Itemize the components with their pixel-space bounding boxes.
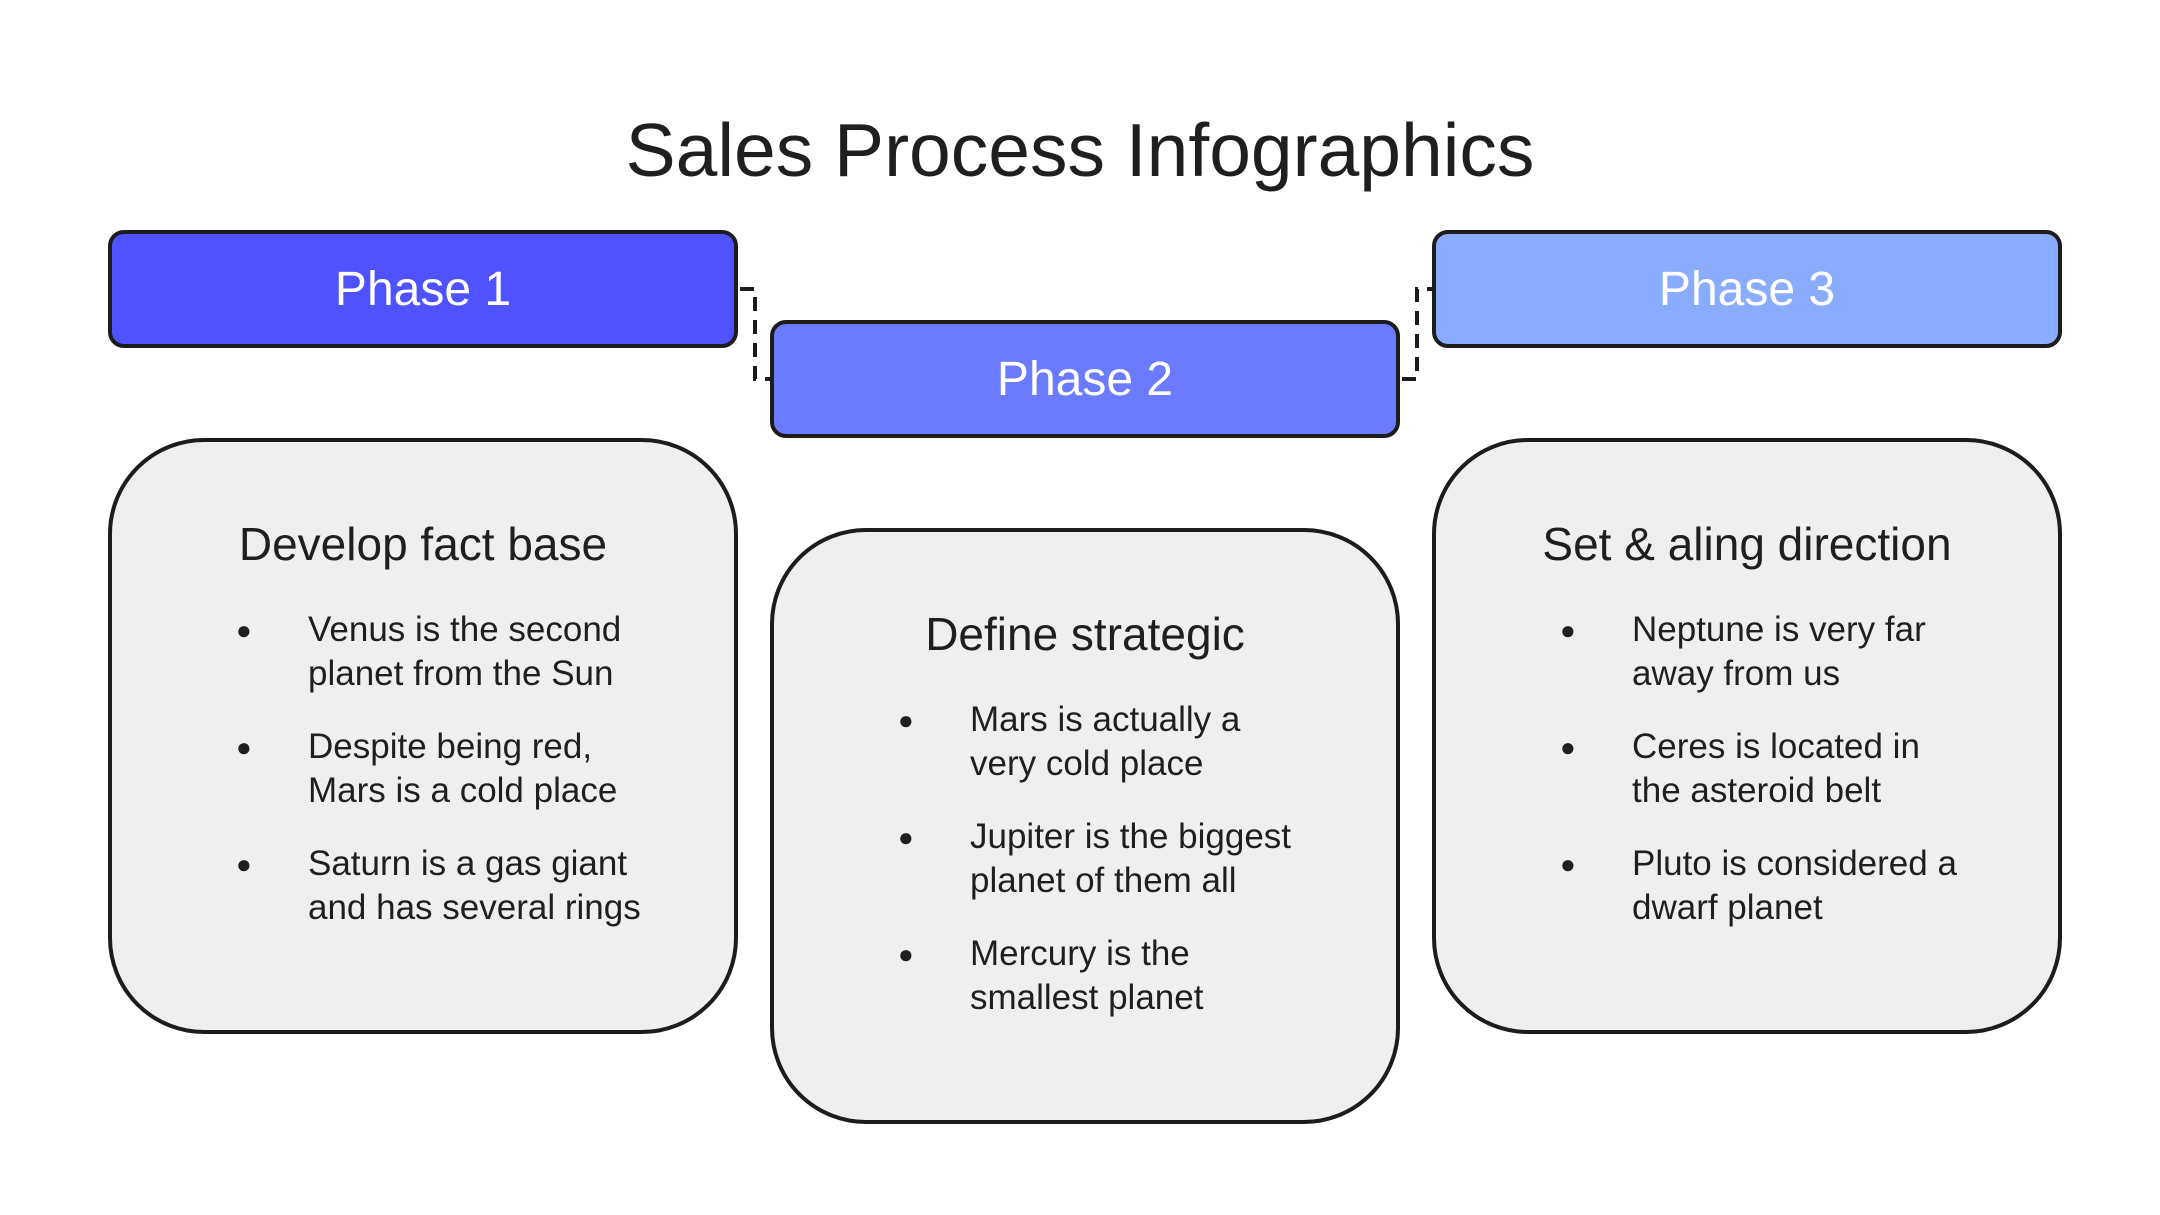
list-item: ● Pluto is considered a dwarf planet bbox=[1436, 842, 2058, 930]
list-item-text: Mars is actually a very cold place bbox=[970, 698, 1360, 786]
list-item: ● Mercury is the smallest planet bbox=[774, 932, 1396, 1020]
list-item-line-2: the asteroid belt bbox=[1632, 771, 1882, 810]
list-item-text: Jupiter is the biggest planet of them al… bbox=[970, 815, 1360, 903]
list-item-line-2: smallest planet bbox=[970, 978, 1204, 1017]
bullet-icon: ● bbox=[1560, 849, 1576, 879]
phase-1-header: Phase 1 bbox=[108, 230, 738, 348]
list-item: ● Despite being red, Mars is a cold plac… bbox=[112, 725, 734, 813]
phase-3-list: ● Neptune is very far away from us ● Cer… bbox=[1436, 608, 2058, 930]
list-item-line-2: away from us bbox=[1632, 654, 1841, 693]
list-item-text: Neptune is very far away from us bbox=[1632, 608, 2022, 696]
phase-2-list: ● Mars is actually a very cold place ● J… bbox=[774, 698, 1396, 1020]
list-item-line-1: Pluto is considered a bbox=[1632, 844, 1957, 883]
bullet-icon: ● bbox=[236, 615, 252, 645]
bullet-icon: ● bbox=[898, 822, 914, 852]
list-item-line-1: Saturn is a gas giant bbox=[308, 844, 628, 883]
list-item: ● Neptune is very far away from us bbox=[1436, 608, 2058, 696]
phase-3-label: Phase 3 bbox=[1658, 262, 1836, 316]
list-item-line-1: Mars is actually a bbox=[970, 700, 1241, 739]
bullet-icon: ● bbox=[898, 939, 914, 969]
page-title: Sales Process Infographics bbox=[625, 108, 1535, 192]
list-item-text: Pluto is considered a dwarf planet bbox=[1632, 842, 2022, 930]
list-item: ● Venus is the second planet from the Su… bbox=[112, 608, 734, 696]
list-item-line-2: Mars is a cold place bbox=[308, 771, 618, 810]
list-item: ● Jupiter is the biggest planet of them … bbox=[774, 815, 1396, 903]
list-item-line-2: planet of them all bbox=[970, 861, 1237, 900]
list-item-text: Despite being red, Mars is a cold place bbox=[308, 725, 698, 813]
list-item: ● Mars is actually a very cold place bbox=[774, 698, 1396, 786]
phase-2-label: Phase 2 bbox=[996, 352, 1174, 406]
bullet-icon: ● bbox=[898, 705, 914, 735]
list-item-line-1: Ceres is located in bbox=[1632, 727, 1920, 766]
list-item-line-2: dwarf planet bbox=[1632, 888, 1823, 927]
phase-3-card: Set & aling direction ● Neptune is very … bbox=[1432, 438, 2062, 1034]
bullet-icon: ● bbox=[236, 732, 252, 762]
list-item-text: Saturn is a gas giant and has several ri… bbox=[308, 842, 698, 930]
list-item-line-1: Venus is the second bbox=[308, 610, 622, 649]
phase-2-heading: Define strategic bbox=[925, 608, 1245, 660]
phase-1-heading: Develop fact base bbox=[238, 518, 608, 570]
phase-2-card: Define strategic ● Mars is actually a ve… bbox=[770, 528, 1400, 1124]
phase-1-label: Phase 1 bbox=[334, 262, 512, 316]
bullet-icon: ● bbox=[1560, 732, 1576, 762]
list-item-line-1: Mercury is the bbox=[970, 934, 1190, 973]
list-item-line-2: very cold place bbox=[970, 744, 1204, 783]
bullet-icon: ● bbox=[236, 849, 252, 879]
bullet-icon: ● bbox=[1560, 615, 1576, 645]
phase-1-list: ● Venus is the second planet from the Su… bbox=[112, 608, 734, 930]
phase-2-header: Phase 2 bbox=[770, 320, 1400, 438]
connector-phase-2-to-3 bbox=[1402, 287, 1432, 381]
list-item-text: Venus is the second planet from the Sun bbox=[308, 608, 698, 696]
phase-1-card: Develop fact base ● Venus is the second … bbox=[108, 438, 738, 1034]
connector-phase-1-to-2 bbox=[740, 287, 770, 381]
list-item-text: Ceres is located in the asteroid belt bbox=[1632, 725, 2022, 813]
list-item: ● Saturn is a gas giant and has several … bbox=[112, 842, 734, 930]
phase-3-header: Phase 3 bbox=[1432, 230, 2062, 348]
list-item-line-2: and has several rings bbox=[308, 888, 641, 927]
list-item-line-1: Neptune is very far bbox=[1632, 610, 1926, 649]
list-item: ● Ceres is located in the asteroid belt bbox=[1436, 725, 2058, 813]
list-item-line-1: Despite being red, bbox=[308, 727, 593, 766]
list-item-text: Mercury is the smallest planet bbox=[970, 932, 1360, 1020]
list-item-line-2: planet from the Sun bbox=[308, 654, 614, 693]
list-item-line-1: Jupiter is the biggest bbox=[970, 817, 1292, 856]
phase-3-heading: Set & aling direction bbox=[1542, 518, 1952, 570]
